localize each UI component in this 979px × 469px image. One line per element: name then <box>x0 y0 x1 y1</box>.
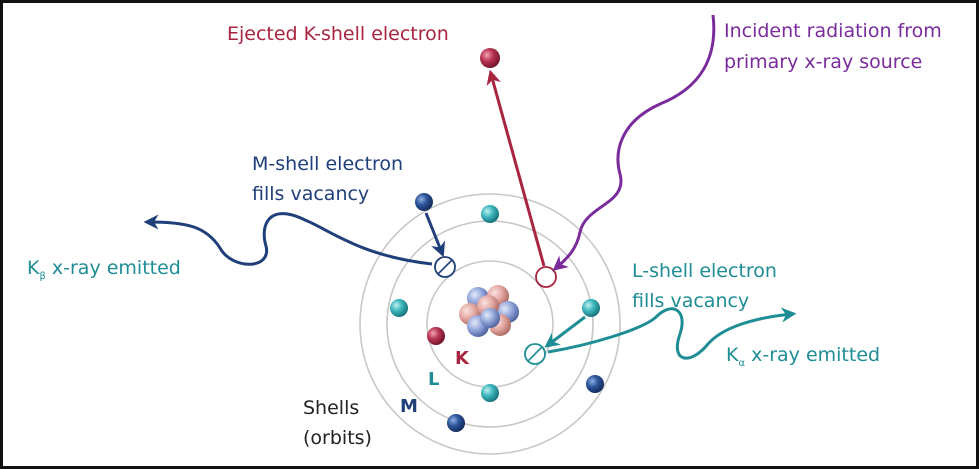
l-shell-electron <box>390 299 408 317</box>
l-shell-electron <box>481 205 499 223</box>
l-to-k-vacancy <box>524 343 546 365</box>
shell-l-label: L <box>428 369 439 390</box>
incident-radiation-arrow <box>552 14 716 271</box>
orbit-m <box>359 193 621 455</box>
m-fill-arrow <box>424 212 446 258</box>
nucleus <box>459 285 519 337</box>
kalpha-label: Kα x-ray emitted <box>726 344 880 369</box>
k-shell-vacancy <box>535 266 557 288</box>
shell-k-label: K <box>455 348 470 369</box>
shell-m-label: M <box>400 396 418 417</box>
incident-radiation-label: Incident radiation from primary x-ray so… <box>724 20 948 73</box>
kbeta-label: Kβ x-ray emitted <box>27 257 181 282</box>
m-shell-electron <box>415 193 433 211</box>
ejected-electron-label: Ejected K-shell electron <box>227 23 449 45</box>
ejected-electron <box>480 48 500 68</box>
kbeta-emission-arrow <box>143 212 433 266</box>
m-shell-electron <box>447 414 465 432</box>
m-to-l-vacancy <box>434 256 456 278</box>
l-shell-fill-label: L-shell electron fills vacancy <box>632 260 783 312</box>
l-fill-arrow <box>544 315 586 348</box>
l-shell-electron <box>582 299 600 317</box>
k-shell-electron <box>427 327 445 345</box>
m-shell-fill-label: M-shell electron fills vacancy <box>252 153 409 205</box>
kalpha-emission-arrow <box>547 307 797 360</box>
shells-label: Shells (orbits) <box>303 397 372 449</box>
m-shell-electron <box>586 375 604 393</box>
ejection-arrow <box>486 69 546 267</box>
l-shell-electron <box>481 384 499 402</box>
